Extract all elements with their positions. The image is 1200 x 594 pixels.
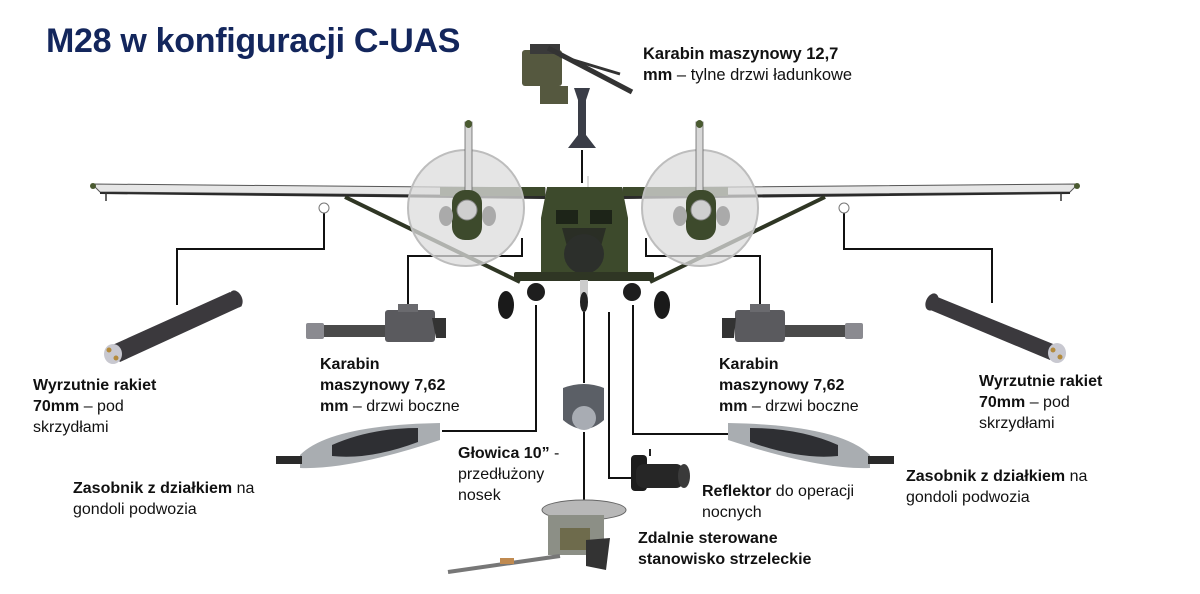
label-gunpod-left: Zasobnik z działkiem na gondoli podwozia bbox=[73, 478, 254, 520]
page-title: M28 w konfiguracji C-UAS bbox=[46, 22, 461, 60]
label-gunpod-left-bold: Zasobnik z działkiem bbox=[73, 480, 233, 497]
label-turret-bold: Głowica 10” bbox=[458, 445, 550, 462]
label-gunpod-left-line2: gondoli podwozia bbox=[73, 501, 197, 518]
heavy-machine-gun-icon bbox=[522, 44, 634, 148]
label-rockets-left: Wyrzutnie rakiet 70mm – pod skrzydłami bbox=[33, 375, 156, 438]
label-turret: Głowica 10” - przedłużony nosek bbox=[458, 443, 559, 506]
label-turret-line2: przedłużony bbox=[458, 466, 545, 483]
label-rcws-line2: stanowisko strzeleckie bbox=[638, 551, 812, 568]
label-mg-left-line2: maszynowy 7,62 bbox=[320, 377, 446, 394]
label-hmg-rear-bold2: mm bbox=[643, 66, 673, 84]
minigun-icon-right bbox=[722, 304, 863, 342]
label-turret-line3: nosek bbox=[458, 487, 501, 504]
label-rcws: Zdalnie sterowane stanowisko strzeleckie bbox=[638, 528, 811, 570]
label-turret-rest: - bbox=[549, 445, 560, 462]
label-searchlight-bold: Reflektor bbox=[702, 483, 772, 500]
label-rockets-left-line3: skrzydłami bbox=[33, 419, 109, 436]
label-gunpod-right: Zasobnik z działkiem na gondoli podwozia bbox=[906, 466, 1087, 508]
label-gunpod-left-rest: na bbox=[232, 480, 255, 497]
label-mg-left-line1: Karabin bbox=[320, 356, 380, 373]
label-mg-left-rest: – drzwi boczne bbox=[348, 398, 460, 415]
label-mg-left-bold3: mm bbox=[320, 398, 349, 415]
label-gunpod-right-line2: gondoli podwozia bbox=[906, 489, 1030, 506]
label-hmg-rear-rest: – tylne drzwi ładunkowe bbox=[672, 66, 853, 84]
label-gunpod-right-rest: na bbox=[1065, 468, 1088, 485]
fuselage bbox=[498, 176, 670, 319]
label-gunpod-right-bold: Zasobnik z działkiem bbox=[906, 468, 1066, 485]
label-mg-right-bold3: mm bbox=[719, 398, 748, 415]
label-searchlight-rest: do operacji bbox=[771, 483, 855, 500]
label-rockets-right-bold2: 70mm bbox=[979, 394, 1026, 411]
label-searchlight-line2: nocnych bbox=[702, 504, 762, 521]
label-mg-right-rest: – drzwi boczne bbox=[747, 398, 859, 415]
sensor-turret-icon bbox=[563, 384, 604, 430]
label-searchlight: Reflektor do operacji nocnych bbox=[702, 481, 854, 523]
label-mg-right-line1: Karabin bbox=[719, 356, 779, 373]
label-rockets-right-rest: – pod bbox=[1025, 394, 1070, 411]
label-mg-right: Karabin maszynowy 7,62 mm – drzwi boczne bbox=[719, 354, 859, 417]
gun-pod-icon-left bbox=[276, 423, 440, 469]
label-rockets-left-bold2: 70mm bbox=[33, 398, 80, 415]
label-rcws-line1: Zdalnie sterowane bbox=[638, 530, 778, 547]
label-rockets-left-rest: – pod bbox=[79, 398, 124, 415]
label-mg-right-line2: maszynowy 7,62 bbox=[719, 377, 845, 394]
label-rockets-right-line3: skrzydłami bbox=[979, 415, 1055, 432]
remote-weapon-station-icon bbox=[447, 499, 627, 574]
label-hmg-rear-line1: Karabin maszynowy 12,7 bbox=[643, 45, 839, 63]
label-hmg-rear: Karabin maszynowy 12,7 mm – tylne drzwi … bbox=[643, 44, 852, 86]
label-rockets-left-line1: Wyrzutnie rakiet bbox=[33, 377, 157, 394]
engines bbox=[439, 190, 730, 240]
connector-lines bbox=[176, 150, 993, 502]
label-rockets-right: Wyrzutnie rakiet 70mm – pod skrzydłami bbox=[979, 371, 1102, 434]
gun-pod-icon-right bbox=[728, 423, 894, 469]
label-mg-left: Karabin maszynowy 7,62 mm – drzwi boczne bbox=[320, 354, 460, 417]
rocket-launcher-icon-right bbox=[925, 293, 1066, 363]
minigun-icon-left bbox=[306, 304, 446, 342]
rocket-launcher-icon-left bbox=[104, 290, 243, 364]
searchlight-icon bbox=[631, 449, 690, 491]
label-rockets-right-line1: Wyrzutnie rakiet bbox=[979, 373, 1103, 390]
